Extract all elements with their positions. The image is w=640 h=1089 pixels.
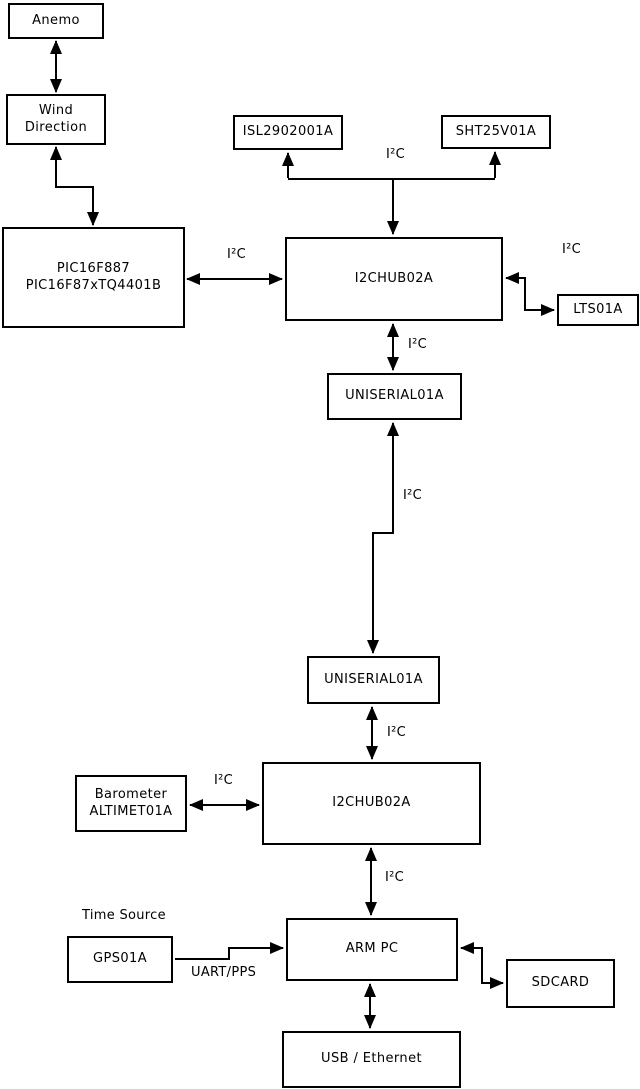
edge-label-i2c-pic-hub: I²C — [227, 247, 247, 262]
node-usb-ethernet-label: USB / Ethernet — [321, 1051, 422, 1067]
node-barometer: Barometer ALTIMET01A — [75, 775, 187, 832]
edge-uniserialtop-uniserialbottom — [367, 422, 399, 654]
node-pic-microcontroller: PIC16F887 PIC16F87xTQ4401B — [2, 227, 185, 328]
node-sdcard-label: SDCARD — [531, 975, 590, 991]
node-lts01a: LTS01A — [557, 294, 639, 326]
edge-winddirection-pic — [50, 146, 99, 226]
edge-i2chubtop-lts — [505, 272, 555, 316]
edge-label-i2c-hub-uniserial: I²C — [408, 337, 428, 352]
edge-label-time-source: Time Source — [82, 908, 166, 923]
node-wind-direction: Wind Direction — [6, 94, 106, 145]
node-usb-ethernet: USB / Ethernet — [282, 1031, 461, 1088]
node-sht25v01a: SHT25V01A — [441, 115, 551, 149]
node-gps01a: GPS01A — [67, 936, 173, 983]
node-i2chub-bottom-label: I2CHUB02A — [332, 795, 411, 811]
node-i2chub-top-label: I2CHUB02A — [354, 270, 434, 286]
node-sdcard: SDCARD — [506, 959, 615, 1008]
edge-label-i2c-uniserial-hub2: I²C — [387, 725, 407, 740]
node-uniserial-bottom-label: UNISERIAL01A — [324, 671, 423, 687]
node-anemo-label: Anemo — [32, 12, 80, 28]
node-wind-direction-label: Wind Direction — [24, 102, 88, 135]
edge-label-i2c-sensors: I²C — [386, 147, 406, 162]
node-uniserial-bottom: UNISERIAL01A — [307, 656, 440, 704]
node-isl2902001a: ISL2902001A — [233, 115, 343, 150]
node-arm-pc: ARM PC — [286, 918, 458, 981]
edge-armpc-sdcard — [460, 942, 504, 989]
node-arm-pc-label: ARM PC — [345, 941, 399, 957]
node-gps-label: GPS01A — [92, 951, 147, 967]
node-barometer-label: Barometer ALTIMET01A — [89, 786, 173, 819]
node-uniserial-top: UNISERIAL01A — [327, 373, 462, 420]
node-i2chub-top: I2CHUB02A — [285, 237, 503, 321]
node-lts-label: LTS01A — [573, 301, 623, 317]
edge-label-i2c-hub2-armpc: I²C — [385, 870, 405, 885]
node-uniserial-top-label: UNISERIAL01A — [345, 388, 444, 404]
node-pic-label: PIC16F887 PIC16F87xTQ4401B — [25, 260, 162, 293]
node-i2chub-bottom: I2CHUB02A — [262, 762, 481, 845]
node-sht-label: SHT25V01A — [455, 123, 537, 139]
node-isl-label: ISL2902001A — [242, 124, 334, 140]
node-anemo: Anemo — [8, 3, 104, 39]
edge-label-uart-pps: UART/PPS — [191, 965, 257, 980]
edge-label-i2c-hub-lts: I²C — [562, 242, 582, 257]
edge-label-i2c-uniserial-link: I²C — [403, 488, 423, 503]
edge-label-i2c-barometer-hub2: I²C — [214, 773, 234, 788]
edge-gps-armpc — [175, 942, 284, 960]
